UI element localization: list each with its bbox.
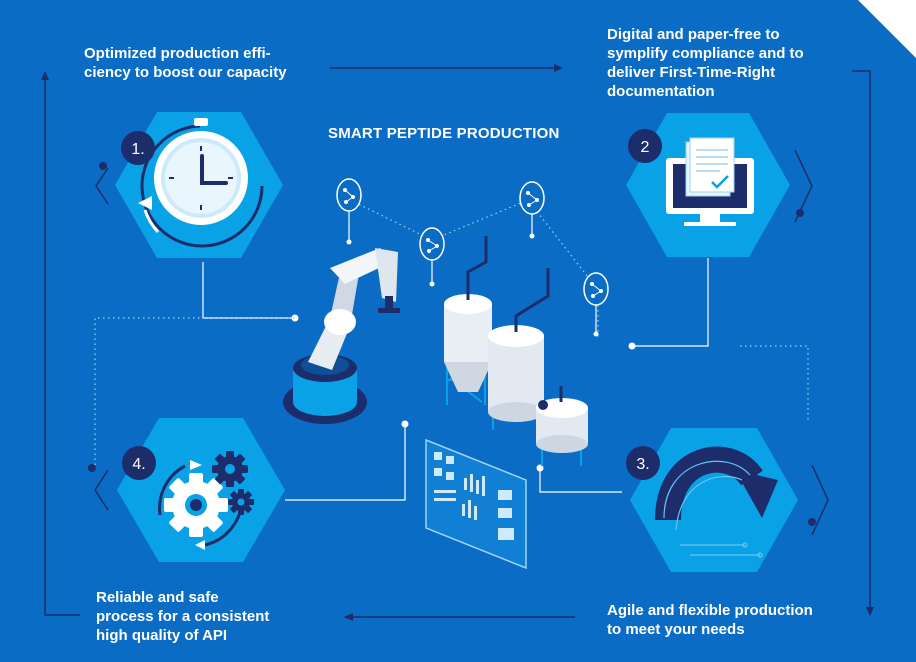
robot-arm-icon xyxy=(283,248,400,424)
network-node-icon xyxy=(419,227,445,287)
flow-arrows xyxy=(41,64,874,621)
connector-step3 xyxy=(539,468,622,493)
decor-dot xyxy=(808,518,816,526)
step-3-caption: Agile and flexible production to meet yo… xyxy=(607,602,813,638)
step-2-badge: 2 xyxy=(628,129,662,163)
decor-dot xyxy=(99,162,107,170)
storage-tank-icon xyxy=(536,386,588,466)
step-4-number: 4. xyxy=(132,456,145,473)
storage-tank-icon xyxy=(444,236,492,405)
gears-icon xyxy=(158,451,254,550)
step-2-number: 2 xyxy=(641,139,650,156)
connector-dot xyxy=(401,420,409,428)
curved-arrow-icon xyxy=(655,446,778,558)
page-title: SMART PEPTIDE PRODUCTION xyxy=(328,125,560,142)
step-4-caption: Reliable and safe process for a consiste… xyxy=(96,589,270,644)
flow-arrow-left xyxy=(41,71,80,616)
step-3-number: 3. xyxy=(636,456,649,473)
decor-dot xyxy=(88,464,96,472)
step-3-badge: 3. xyxy=(626,446,660,480)
network-node-icon xyxy=(519,181,545,239)
connector-dot xyxy=(628,342,636,350)
network-node-icon xyxy=(583,272,609,337)
connector-dot xyxy=(536,464,544,472)
storage-tank-icon xyxy=(488,268,550,430)
dotted-lines xyxy=(94,199,809,470)
network-node-icon xyxy=(336,178,362,245)
connector-step4 xyxy=(285,424,406,501)
decor-dot xyxy=(796,209,804,217)
step-1-caption: Optimized production effi- ciency to boo… xyxy=(84,45,287,81)
dashboard-panel-icon xyxy=(425,438,527,570)
monitor-document-icon xyxy=(666,137,754,226)
step-4-badge: 4. xyxy=(122,446,156,480)
connector-dot xyxy=(291,314,299,322)
step-2-caption: Digital and paper-free to symplify compl… xyxy=(607,26,804,100)
stopwatch-icon xyxy=(138,118,264,248)
step-1-number: 1. xyxy=(131,141,144,158)
step-1-badge: 1. xyxy=(121,131,155,165)
flow-arrow-right xyxy=(852,70,874,616)
connector-step2 xyxy=(632,258,709,347)
